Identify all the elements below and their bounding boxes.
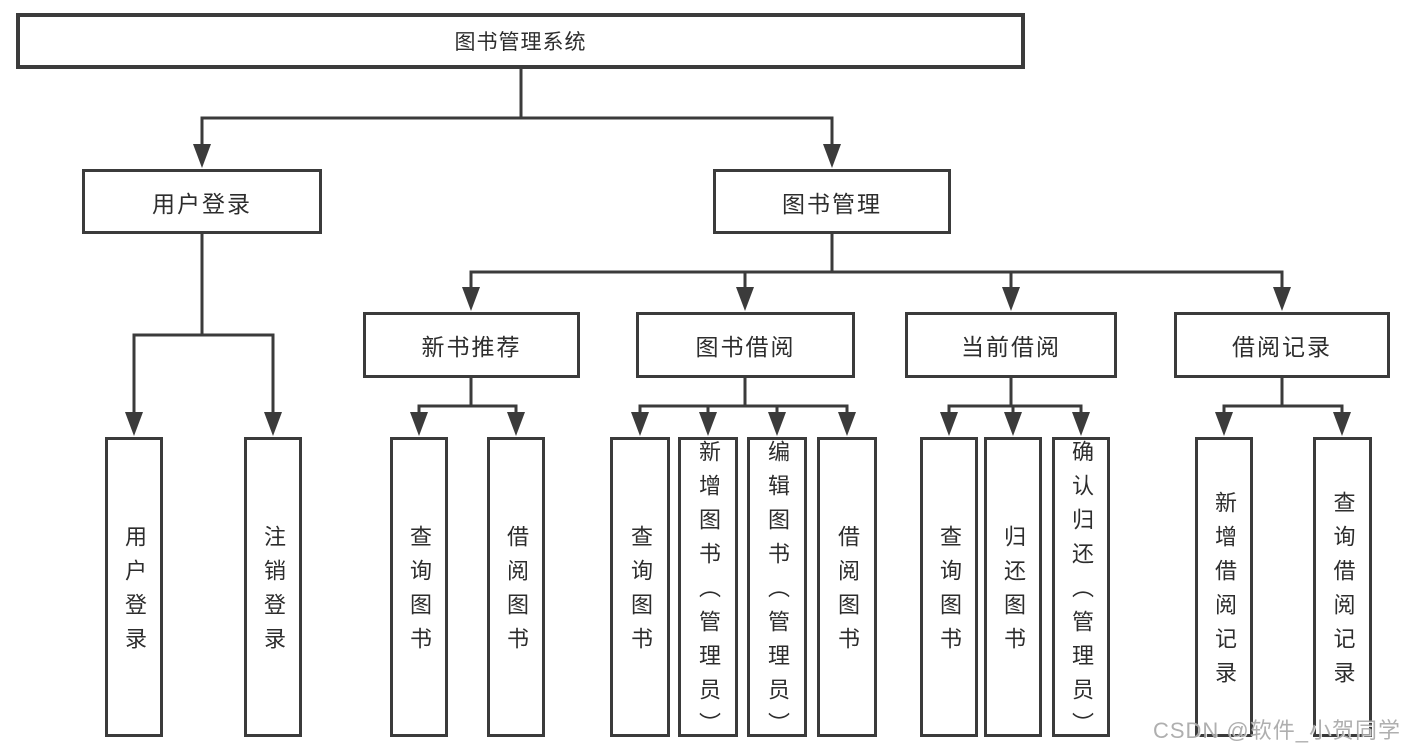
node-borrowing-records: 借阅记录 (1174, 312, 1390, 378)
leaf-bb-query-books: 查询图书 (610, 437, 670, 737)
node-book-management: 图书管理 (713, 169, 951, 234)
leaf-logout: 注销登录 (244, 437, 302, 737)
node-current-borrowing: 当前借阅 (905, 312, 1117, 378)
leaf-nbr-borrow-books: 借阅图书 (487, 437, 545, 737)
leaf-cb-query-books-label: 查询图书 (937, 525, 962, 661)
leaf-cb-return-books-label: 归还图书 (1001, 525, 1026, 661)
leaf-br-add-record-label: 新增借阅记录 (1212, 491, 1237, 695)
leaf-cb-confirm-return-admin: 确认归还（管理员） (1052, 437, 1110, 746)
node-book-borrowing-label: 图书借阅 (695, 334, 796, 360)
arrowhead-icons (125, 144, 1351, 436)
leaf-cb-return-books: 归还图书 (984, 437, 1042, 737)
connector-path (132, 67, 1344, 416)
node-user-login-label: 用户登录 (152, 190, 252, 217)
leaf-nbr-query-books-label: 查询图书 (407, 525, 432, 661)
leaf-bb-add-books-admin-label: 新增图书（管理员） (696, 440, 721, 746)
node-book-management-label: 图书管理 (782, 190, 882, 217)
leaf-bb-query-books-label: 查询图书 (628, 525, 653, 661)
node-new-book-recommend: 新书推荐 (363, 312, 580, 378)
node-new-book-recommend-label: 新书推荐 (421, 334, 522, 360)
node-user-login: 用户登录 (82, 169, 322, 234)
leaf-bb-add-books-admin: 新增图书（管理员） (678, 437, 738, 746)
leaf-bb-borrow-books: 借阅图书 (817, 437, 877, 737)
node-borrowing-records-label: 借阅记录 (1232, 334, 1332, 360)
leaf-br-query-record-label: 查询借阅记录 (1330, 491, 1356, 695)
leaf-bb-borrow-books-label: 借阅图书 (835, 525, 860, 661)
leaf-bb-edit-books-admin-label: 编辑图书（管理员） (765, 440, 790, 746)
node-library-system-label: 图书管理系统 (454, 31, 587, 54)
node-current-borrowing-label: 当前借阅 (961, 334, 1061, 360)
leaf-bb-edit-books-admin: 编辑图书（管理员） (747, 437, 807, 746)
node-library-system: 图书管理系统 (16, 13, 1025, 69)
leaf-nbr-borrow-books-label: 借阅图书 (504, 525, 529, 661)
leaf-br-query-record: 查询借阅记录 (1313, 437, 1372, 737)
leaf-cb-confirm-return-admin-label: 确认归还（管理员） (1069, 440, 1094, 746)
leaf-user-login: 用户登录 (105, 437, 163, 737)
leaf-logout-label: 注销登录 (261, 525, 286, 661)
leaf-br-add-record: 新增借阅记录 (1195, 437, 1253, 737)
csdn-watermark: CSDN @软件_小贺同学 (1152, 718, 1401, 743)
leaf-user-login-label: 用户登录 (122, 525, 147, 661)
node-book-borrowing: 图书借阅 (636, 312, 855, 378)
leaf-nbr-query-books: 查询图书 (390, 437, 448, 737)
leaf-cb-query-books: 查询图书 (920, 437, 978, 737)
